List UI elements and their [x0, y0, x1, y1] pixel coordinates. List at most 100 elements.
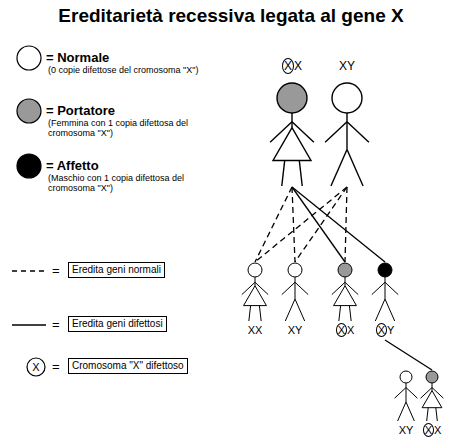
- leg: [339, 306, 341, 321]
- legend-swatch: [17, 46, 41, 70]
- legend-description: (Maschio con 1 copia difettosa del cromo…: [48, 173, 198, 194]
- equals-sign: =: [52, 360, 60, 375]
- arm: [325, 122, 347, 142]
- circled-x-sample: [27, 358, 45, 376]
- leg: [282, 160, 285, 186]
- head: [426, 371, 438, 383]
- normal-inheritance-line: [345, 187, 347, 262]
- leg: [331, 150, 347, 187]
- stick-figure: [267, 82, 317, 187]
- normal-inheritance-line: [255, 187, 292, 262]
- head: [332, 83, 362, 113]
- arm: [385, 282, 398, 294]
- stick-figure: [394, 370, 418, 422]
- neck: [255, 277, 256, 286]
- legend-description: (Femmina con 1 copia difettosa del cromo…: [48, 118, 198, 139]
- leg: [259, 306, 261, 321]
- leg: [249, 306, 251, 321]
- normal-inheritance-line: [255, 187, 347, 262]
- female-figure: XX: [267, 60, 317, 187]
- legend-text: Eredita geni difettosi: [68, 316, 167, 332]
- torso: [385, 277, 386, 299]
- neck: [432, 383, 433, 391]
- defective-inheritance-line: [385, 340, 432, 370]
- neck: [291, 113, 292, 128]
- legend-text: = Normale: [46, 50, 109, 65]
- leg: [398, 402, 406, 421]
- leg: [375, 299, 385, 321]
- genotype-label: XY: [280, 325, 310, 336]
- diagram-title: Ereditarietà recessiva legata al gene X: [8, 5, 454, 27]
- solid-line-sample: [12, 324, 46, 325]
- torso: [406, 383, 407, 402]
- equals-sign: =: [52, 318, 60, 333]
- defective-inheritance-line: [292, 187, 345, 262]
- legend-swatch: [17, 99, 41, 123]
- female-figure: XX: [330, 262, 360, 340]
- male-figure: XY: [394, 370, 418, 440]
- head: [338, 263, 352, 277]
- normal-inheritance-line: [295, 187, 347, 262]
- skirt-triangle: [422, 391, 442, 408]
- arm: [347, 122, 369, 142]
- genotype-label: XY: [370, 325, 400, 336]
- legend-text: = Portatore: [46, 103, 115, 118]
- stick-figure: [420, 370, 444, 422]
- legend-swatch-svg: [16, 98, 42, 124]
- genotype-label: XY: [322, 60, 372, 72]
- defective-inheritance-line: [292, 187, 385, 262]
- skirt-triangle: [244, 286, 267, 306]
- torso: [346, 113, 347, 150]
- skirt-triangle: [273, 128, 311, 161]
- arm: [372, 282, 385, 294]
- genotype-label: XX: [420, 425, 444, 436]
- leg: [285, 299, 295, 321]
- head: [248, 263, 262, 277]
- legend-swatch-svg: [16, 45, 42, 71]
- torso: [295, 277, 296, 299]
- stick-figure: [322, 82, 372, 187]
- genotype-label: XY: [394, 425, 418, 436]
- legend-description: (0 copie difettose del cromosoma "X"): [48, 65, 258, 75]
- leg: [299, 160, 302, 186]
- genotype-label: XX: [267, 60, 317, 72]
- arm: [282, 282, 295, 294]
- stick-figure: [370, 262, 400, 322]
- legend-swatch: [17, 154, 41, 178]
- head: [378, 263, 392, 277]
- leg: [406, 402, 414, 421]
- leg: [347, 150, 363, 187]
- leg: [436, 408, 438, 421]
- legend-swatch-svg: [16, 153, 42, 179]
- dashed-line-sample: [12, 270, 46, 271]
- arm: [406, 388, 417, 399]
- genotype-label: XX: [330, 325, 360, 336]
- head: [277, 83, 307, 113]
- stick-figure: [280, 262, 310, 322]
- chromosome-letter: X: [30, 361, 42, 374]
- leg: [349, 306, 351, 321]
- female-figure: XX: [240, 262, 270, 340]
- head: [288, 263, 302, 277]
- arm: [295, 282, 308, 294]
- leg: [385, 299, 395, 321]
- leg: [295, 299, 305, 321]
- equals-sign: =: [52, 264, 60, 279]
- legend-text: Cromosoma "X" difettoso: [68, 358, 188, 374]
- male-figure: XY: [322, 60, 372, 187]
- normal-inheritance-line: [292, 187, 295, 262]
- arm: [395, 388, 406, 399]
- legend-text: Eredita geni normali: [68, 262, 165, 278]
- female-figure: XX: [420, 370, 444, 440]
- male-figure: XY: [280, 262, 310, 340]
- neck: [345, 277, 346, 286]
- male-figure: XY: [370, 262, 400, 340]
- skirt-triangle: [334, 286, 357, 306]
- stick-figure: [240, 262, 270, 322]
- legend-text: = Affetto: [46, 158, 99, 173]
- head: [400, 371, 412, 383]
- leg: [427, 408, 429, 421]
- stick-figure: [330, 262, 360, 322]
